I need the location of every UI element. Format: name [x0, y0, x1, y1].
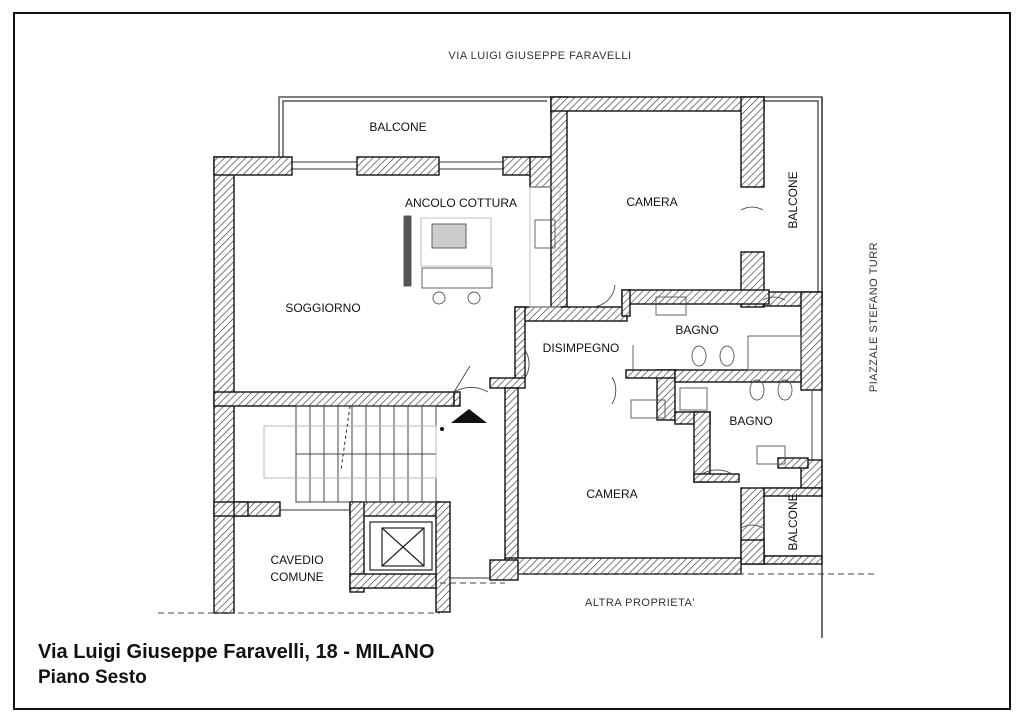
bathroom-fixtures: [630, 296, 802, 465]
room-cavedio-line1: CAVEDIO: [270, 553, 323, 567]
drawing-frame: [13, 12, 1011, 710]
staircase: [263, 405, 437, 503]
labels: VIA LUIGI GIUSEPPE FARAVELLI PIAZZALE ST…: [270, 50, 880, 609]
room-disimpegno: DISIMPEGNO: [543, 341, 620, 355]
kitchen-furniture: [403, 186, 561, 308]
room-bagno-2: BAGNO: [729, 414, 772, 428]
room-bagno-1: BAGNO: [675, 323, 718, 337]
address-title: Via Luigi Giuseppe Faravelli, 18 - MILAN…: [38, 641, 435, 663]
room-balcone-right-top: BALCONE: [786, 171, 800, 228]
street-right-label: PIAZZALE STEFANO TURR: [868, 242, 880, 392]
street-top-label: VIA LUIGI GIUSEPPE FARAVELLI: [448, 50, 631, 62]
lift: [369, 521, 433, 571]
entrance-arrow-icon: [451, 409, 487, 423]
room-balcone-top: BALCONE: [369, 120, 426, 134]
room-cavedio-line2: COMUNE: [270, 570, 323, 584]
property-lines: [158, 573, 876, 614]
room-balcone-right-bottom: BALCONE: [786, 493, 800, 550]
room-ancolo-cottura: ANCOLO COTTURA: [405, 196, 517, 210]
entrance-dot: [440, 427, 444, 431]
bottom-property-label: ALTRA PROPRIETA': [585, 597, 695, 609]
room-camera-1: CAMERA: [626, 195, 677, 209]
room-camera-2: CAMERA: [586, 487, 637, 501]
windows: [280, 161, 813, 579]
room-soggiorno: SOGGIORNO: [285, 301, 360, 315]
doors: [453, 206, 786, 529]
floor-subtitle: Piano Sesto: [38, 667, 147, 688]
walls: [213, 96, 823, 614]
